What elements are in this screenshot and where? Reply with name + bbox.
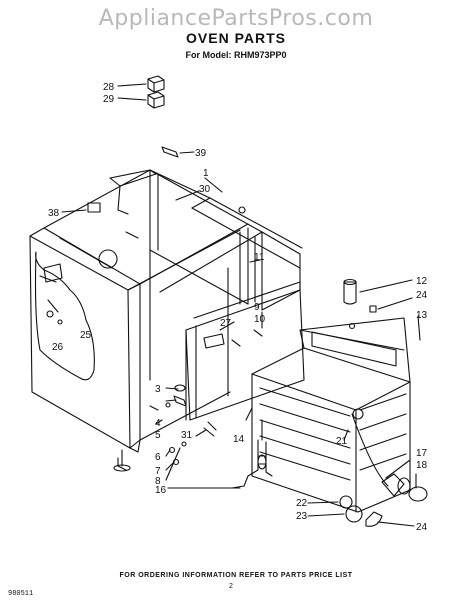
part-29-clip [147,91,165,109]
callout-5: 5 [155,430,161,441]
callout-24: 24 [416,290,428,301]
part-14-knob [343,278,357,305]
callout-21: 22 [296,498,308,509]
ordering-note: FOR ORDERING INFORMATION REFER TO PARTS … [119,572,353,579]
oven-cavity [251,317,411,513]
callout-12: 11 [254,252,265,263]
callout-31: 31 [181,430,193,441]
callout-3: 3 [155,384,161,395]
part-9-bake-element [231,419,273,489]
callout-28: 28 [103,82,115,93]
callout-9: 16 [155,485,167,496]
document-number: 980511 [8,590,34,598]
callout-17: 17 [416,448,428,459]
callout-26: 26 [52,342,64,353]
callout-11: 10 [254,314,266,325]
callout-labels: 28 29 39 1 30 38 11 9 10 27 12 24 13 25 … [48,82,428,533]
callout-14: 12 [416,276,428,287]
part-21-lens [339,495,353,509]
page-number: 2 [229,583,233,590]
part-24-nut [369,297,413,313]
callout-7: 7 [155,466,161,477]
callout-10: 9 [254,302,260,313]
part-39-bracket [161,146,195,158]
callout-19: 21 [336,436,348,447]
callout-4: 4 [155,418,161,429]
part-22-gasket [345,505,363,523]
callout-22: 23 [296,511,308,522]
model-subtitle: For Model: RHM973PP0 [185,50,287,60]
callout-38: 38 [48,208,60,219]
part-17-lamp-socket [381,473,411,497]
callout-27: 27 [220,318,232,329]
callout-23: 24 [416,522,428,533]
callout-1: 1 [203,168,209,179]
callout-13: 14 [233,434,245,445]
part-28-clip [147,75,165,93]
callout-25: 25 [80,330,92,341]
callout-16: 13 [416,310,428,321]
callout-18: 18 [416,460,428,471]
watermark-text: AppliancePartsPros.com [98,6,374,31]
part-18-lamp [408,486,428,502]
callout-8: 8 [155,476,161,487]
callout-30: 30 [199,184,211,195]
part-23-ring [365,511,383,527]
callout-6: 6 [155,452,161,463]
page-title: OVEN PARTS [186,30,286,46]
callout-39: 39 [195,148,207,159]
callout-29: 29 [103,94,115,105]
